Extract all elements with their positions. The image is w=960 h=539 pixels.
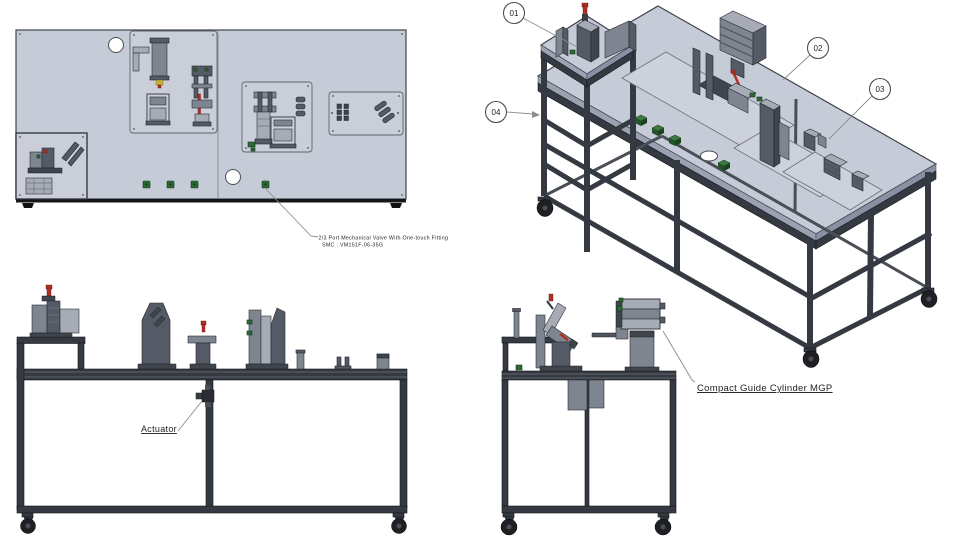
iso-fittings-right [823, 153, 870, 192]
valve-leader-line [265, 188, 319, 238]
cart-green-indicator [515, 364, 523, 371]
panel-valve [191, 65, 213, 127]
panel-hole-bottom [225, 169, 241, 185]
actuator-leader-line [177, 400, 203, 432]
bench-tabletop [16, 368, 408, 381]
cart-casters [500, 512, 672, 536]
mgp-cylinder-station [615, 297, 666, 372]
balloon-04-leader [506, 111, 534, 115]
bench-l-block [376, 353, 390, 370]
subpanel-cylinder-station [129, 30, 218, 134]
bench-u-bracket [334, 356, 352, 370]
balloon-02-text: 02 [814, 44, 823, 53]
iso-green-blocks [634, 114, 731, 171]
subpanel-feeder-station [15, 132, 88, 200]
view-panel-front: 2/3 Port Mechanical Valve With One-touch… [15, 29, 449, 249]
bench-casters [20, 512, 407, 534]
balloon-callouts: 01 02 03 04 [484, 1, 892, 140]
bench-station-clamp [245, 307, 289, 370]
cart-bottom-rail [501, 505, 677, 514]
panel-foot-right [390, 203, 402, 208]
view-bench-front: Actuator [16, 284, 408, 534]
bench-bottom-rail [16, 505, 408, 514]
balloon-04-arrow [532, 111, 540, 118]
bench-post-cap [295, 349, 306, 354]
cart-hanging-block [567, 379, 588, 411]
actuator-label: Actuator [141, 424, 177, 434]
guide-cylinder [256, 111, 271, 143]
subpanel-clamp-station [241, 81, 313, 153]
bench-frame [16, 336, 408, 514]
balloon-03-leader [828, 95, 873, 140]
balloon-02-leader [782, 54, 811, 81]
cart-post [513, 310, 520, 339]
cart-tabletop [501, 370, 677, 381]
panel-buttons [142, 180, 270, 189]
cart-frame [501, 336, 677, 514]
bench-post [296, 351, 305, 370]
balloon-04-text: 04 [492, 108, 501, 117]
iso-casters [536, 196, 938, 368]
mgp-leader-line [662, 330, 696, 383]
valve-label-line1: 2/3 Port Mechanical Valve With One-touch… [319, 236, 449, 242]
cart-leg-left [501, 379, 509, 507]
balloon-01-text: 01 [510, 9, 519, 18]
balloon-01-leader [522, 17, 578, 48]
subpanel-fittings [328, 91, 404, 136]
workpiece-block [717, 159, 731, 171]
iso-table-hole [700, 150, 718, 162]
panel-foot-left [22, 203, 34, 208]
workpiece-block [668, 134, 682, 146]
bench-leg-left [16, 342, 25, 510]
vertical-cylinder [151, 42, 168, 77]
iso-press-station [692, 10, 767, 114]
cart-station-assembly [512, 293, 629, 372]
bench-station-tower [137, 302, 177, 370]
bench-station-press [187, 320, 217, 370]
view-cart-side: Compact Guide Cylinder MGP [500, 293, 833, 536]
mgp-label: Compact Guide Cylinder MGP [697, 383, 833, 394]
bench-mini-table [16, 336, 86, 344]
balloon-01 [502, 1, 526, 25]
actuator-unit [195, 385, 215, 407]
panel-hole-top [108, 37, 124, 53]
iso-leg-right-middle [867, 211, 874, 317]
valve-label-line2: SMC : VM151F-06-35G [322, 243, 383, 249]
panel-bottom-strip [16, 199, 406, 203]
cart-leg-right [669, 379, 677, 507]
view-table-iso: 01 02 03 04 [484, 1, 938, 368]
iso-station-01 [555, 2, 637, 63]
workpiece-block [651, 124, 665, 136]
balloon-03 [868, 77, 892, 101]
workpiece-block [634, 114, 648, 126]
balloon-02 [806, 36, 830, 60]
balloon-03-text: 03 [876, 85, 885, 94]
cart-hanging-block [588, 379, 605, 409]
bench-station-minitable [29, 284, 80, 338]
iso-station-03 [759, 98, 827, 168]
mgp-column [629, 330, 655, 370]
balloon-04 [484, 100, 508, 124]
feed-rail [67, 146, 85, 167]
bench-leg-right [399, 379, 408, 509]
feed-rail [61, 141, 80, 162]
